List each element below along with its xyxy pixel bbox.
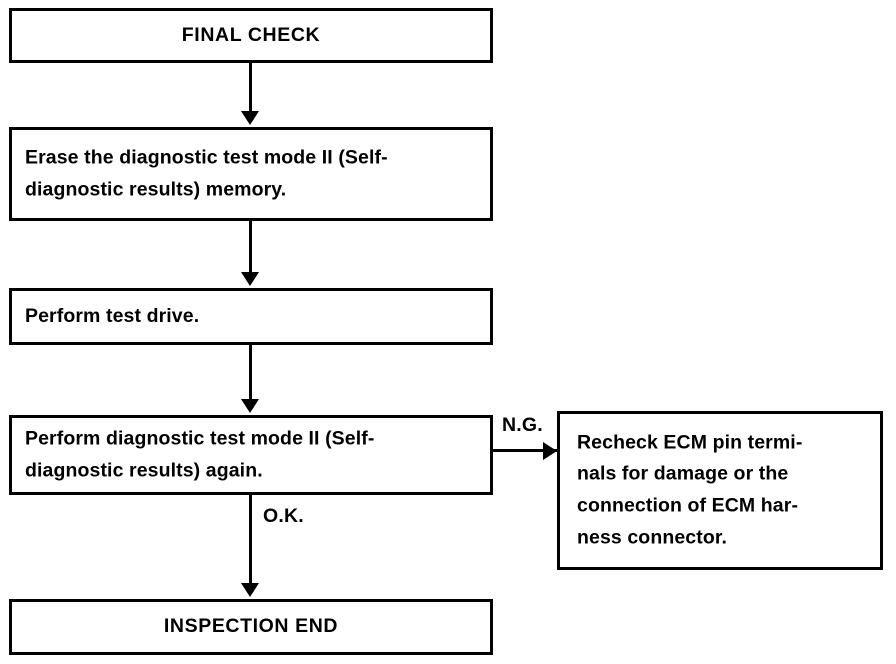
arrow-head-right-to-recheck-ecm	[543, 442, 557, 460]
flowchart-node-final-check: FINAL CHECK	[9, 8, 493, 63]
node-label-final-check: FINAL CHECK	[181, 23, 321, 46]
arrow-head-down-to-test-drive	[241, 272, 259, 286]
connector-test-drive-to-perform-again	[249, 345, 252, 401]
flowchart-node-inspection-end: INSPECTION END	[9, 599, 493, 655]
connector-erase-memory-to-test-drive	[249, 221, 252, 274]
flowchart-node-recheck-ecm: Recheck ECM pin termi- nals for damage o…	[557, 411, 883, 570]
node-label-recheck-ecm: Recheck ECM pin termi- nals for damage o…	[577, 430, 803, 549]
flowchart-node-erase-memory: Erase the diagnostic test mode II (Self-…	[9, 127, 493, 221]
connector-perform-again-to-inspection-end	[249, 495, 252, 585]
flowchart-node-test-drive: Perform test drive.	[9, 288, 493, 345]
edge-label-ng: N.G.	[502, 414, 543, 436]
arrow-head-down-to-perform-again	[241, 399, 259, 413]
arrow-head-down-to-inspection-end	[241, 583, 259, 597]
node-label-erase-memory: Erase the diagnostic test mode II (Self-…	[25, 146, 388, 200]
edge-label-ok: O.K.	[263, 505, 304, 527]
connector-final-check-to-erase-memory	[249, 63, 252, 113]
node-label-test-drive: Perform test drive.	[25, 304, 200, 327]
flowchart-node-perform-again: Perform diagnostic test mode II (Self- d…	[9, 415, 493, 495]
connector-perform-again-to-recheck-ecm	[493, 449, 561, 452]
arrow-head-down-to-erase-memory	[241, 111, 259, 125]
node-label-inspection-end: INSPECTION END	[163, 615, 339, 638]
node-label-perform-again: Perform diagnostic test mode II (Self- d…	[25, 427, 375, 481]
